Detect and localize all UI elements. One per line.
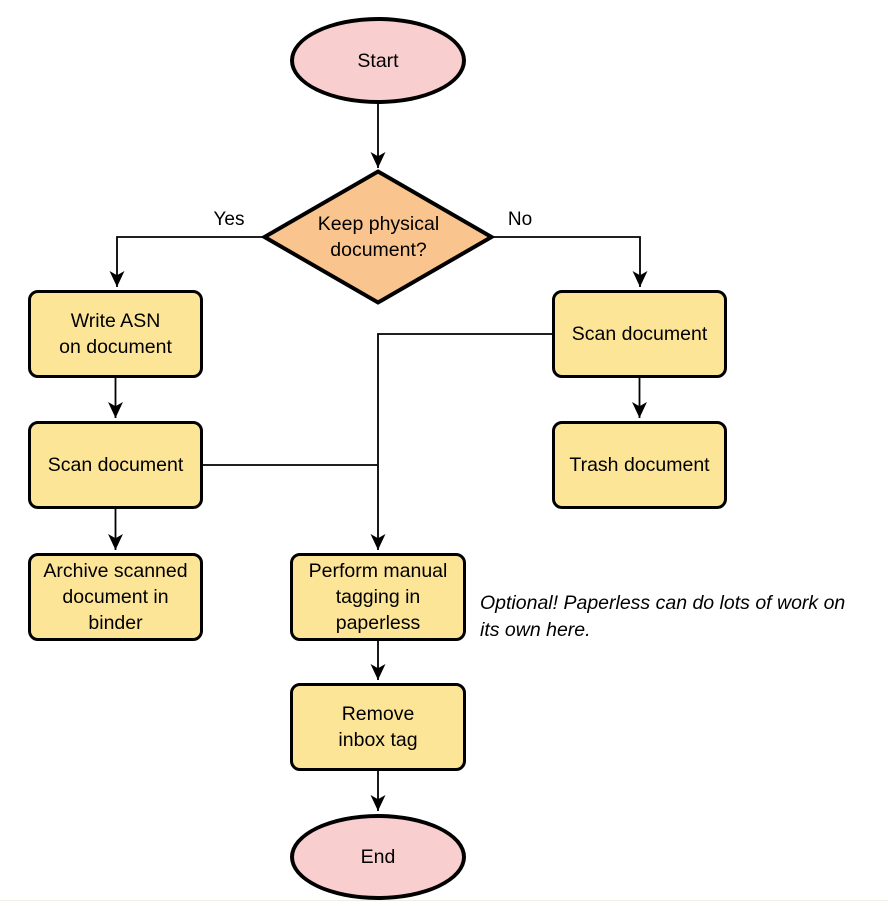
start-node-label: Start — [357, 49, 399, 72]
scan-document-left-node: Scan document — [28, 421, 203, 509]
edge-decision-no-to-scan-right — [491, 236, 648, 287]
decision-node-label: Keep physical document? — [317, 213, 440, 261]
optional-note: Optional! Paperless can do lots of work … — [480, 592, 846, 641]
remove-inbox-tag-node: Remove inbox tag — [290, 683, 466, 771]
archive-node: Archive scanned document in binder — [28, 553, 203, 641]
end-node-label: End — [360, 846, 396, 868]
edge-scan-right-to-tagging — [370, 333, 552, 550]
end-node: End — [290, 814, 466, 900]
page-bottom-divider — [0, 900, 888, 901]
no-edge-label: No — [496, 209, 544, 231]
trash-document-node: Trash document — [552, 421, 727, 509]
start-node: Start — [290, 17, 466, 104]
decision-node-shape — [260, 169, 496, 305]
yes-edge-label: Yes — [201, 209, 257, 231]
write-asn-node: Write ASN on document — [28, 290, 203, 378]
edge-decision-yes-to-write-asn — [109, 236, 265, 287]
scan-document-right-node: Scan document — [552, 290, 727, 378]
manual-tagging-node: Perform manual tagging in paperless — [290, 553, 466, 641]
